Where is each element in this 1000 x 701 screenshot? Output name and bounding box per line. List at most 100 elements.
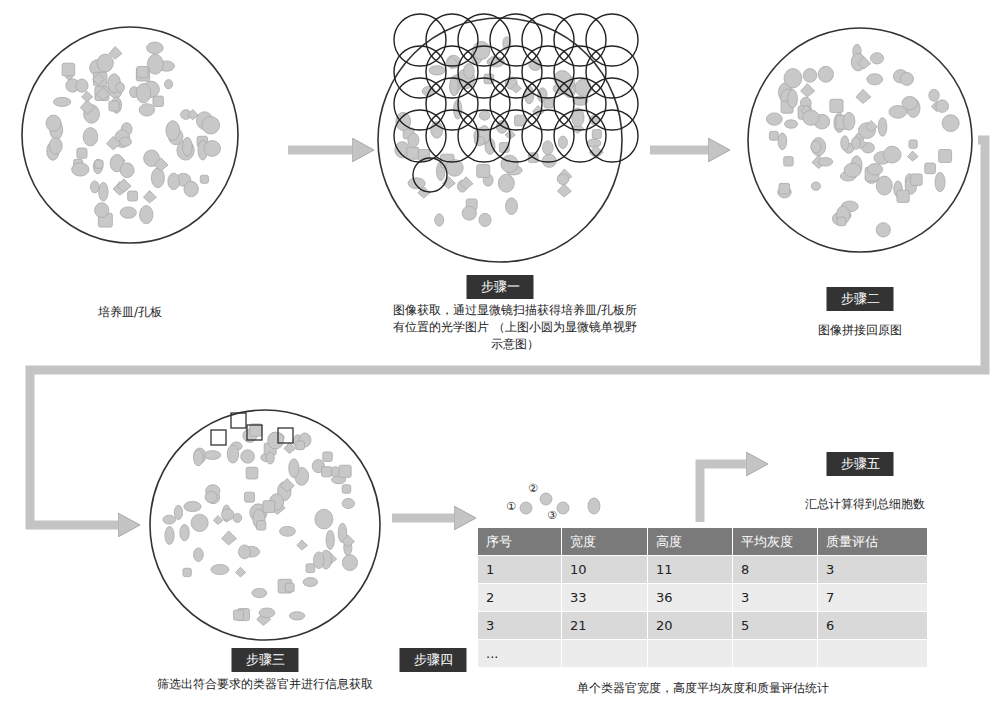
cell-text: 宽度 xyxy=(570,534,596,549)
field-of-view xyxy=(586,14,638,66)
debris xyxy=(858,57,871,69)
step-label: 步骤三 xyxy=(232,648,299,672)
step-label: 步骤五 xyxy=(827,452,894,476)
organoid xyxy=(263,501,275,513)
organoid xyxy=(174,505,182,519)
organoid xyxy=(153,96,163,106)
selection-box xyxy=(278,428,293,443)
table-header: 高度 xyxy=(648,528,733,556)
organoid xyxy=(90,181,99,193)
organoid xyxy=(204,141,221,157)
debris xyxy=(801,84,815,97)
field-of-view xyxy=(490,46,542,98)
cell-text: 3 xyxy=(826,562,834,577)
organoid xyxy=(280,526,296,536)
organoid xyxy=(147,42,164,54)
culture-dish xyxy=(150,410,380,640)
debris xyxy=(96,87,110,100)
field-of-view xyxy=(426,110,478,162)
field-of-view xyxy=(394,78,446,130)
field-of-view xyxy=(586,78,638,130)
organoid xyxy=(289,612,304,620)
table-cell xyxy=(733,640,818,668)
organoid xyxy=(227,445,239,463)
organoid xyxy=(259,608,275,618)
organoid xyxy=(501,155,518,172)
field-of-view xyxy=(394,46,446,98)
field-of-view xyxy=(490,14,542,66)
debris xyxy=(109,47,122,59)
organoid xyxy=(76,79,88,92)
table-cell: 8 xyxy=(733,556,818,584)
organoid xyxy=(557,174,569,185)
organoid xyxy=(339,465,351,477)
organoid xyxy=(876,223,890,237)
table-cell xyxy=(648,640,733,668)
organoid xyxy=(818,158,832,167)
organoid xyxy=(250,424,262,436)
organoid xyxy=(558,136,567,148)
organoid xyxy=(322,467,332,477)
debris xyxy=(154,158,168,171)
organoid xyxy=(925,163,936,174)
table-cell: 2 xyxy=(478,584,562,612)
field-of-view xyxy=(394,14,446,66)
organoid xyxy=(183,568,191,576)
cell-text: 10 xyxy=(570,562,587,577)
organoid xyxy=(818,66,833,82)
organoid xyxy=(204,451,221,460)
organoid xyxy=(506,198,518,215)
table-cell: 10 xyxy=(562,556,648,584)
table-cell: ... xyxy=(478,640,562,668)
debris xyxy=(865,121,877,132)
organoid xyxy=(477,165,490,178)
debris xyxy=(297,540,308,550)
organoid xyxy=(326,530,334,549)
table-cell: 7 xyxy=(818,584,928,612)
cell-text: 36 xyxy=(656,590,673,605)
table-cell: 21 xyxy=(562,612,648,640)
debris xyxy=(342,535,355,547)
organoid xyxy=(769,131,778,140)
organoid xyxy=(785,120,798,128)
organoid xyxy=(464,64,475,79)
organoid xyxy=(936,100,949,113)
field-of-view xyxy=(458,78,510,130)
organoid xyxy=(83,128,98,146)
organoid xyxy=(97,54,113,72)
organoid xyxy=(285,583,294,592)
field-of-view xyxy=(394,110,446,162)
selection-box xyxy=(231,413,246,428)
organoid xyxy=(557,502,569,514)
step-label: 步骤二 xyxy=(827,287,894,311)
debris xyxy=(511,83,521,93)
organoid xyxy=(515,115,526,126)
organoid xyxy=(99,182,108,201)
dish-step: 培养皿/孔板 xyxy=(22,27,238,243)
cell-text: 3 xyxy=(741,590,749,605)
organoid xyxy=(184,181,198,196)
organoid xyxy=(246,467,258,479)
debris xyxy=(460,177,473,189)
organoid xyxy=(811,138,825,156)
organoid xyxy=(239,545,251,559)
step-box: 步骤四单个类器官宽度，高度平均灰度和质量评估统计序号宽度高度平均灰度质量评估11… xyxy=(478,528,928,670)
organoid xyxy=(408,178,425,189)
organoid xyxy=(897,190,909,202)
organoid xyxy=(168,173,180,189)
organoid xyxy=(289,459,299,478)
field-of-view xyxy=(522,14,574,66)
cell-text: 5 xyxy=(741,618,749,633)
table-cell xyxy=(562,640,648,668)
organoid xyxy=(870,53,883,64)
table-cell: 20 xyxy=(648,612,733,640)
debris xyxy=(908,151,919,161)
table-header: 质量评估 xyxy=(818,528,928,556)
organoid xyxy=(462,206,476,220)
debris xyxy=(188,110,199,120)
cell-text: 质量评估 xyxy=(826,534,878,549)
organoid xyxy=(878,118,887,137)
dish-outline xyxy=(748,28,972,252)
